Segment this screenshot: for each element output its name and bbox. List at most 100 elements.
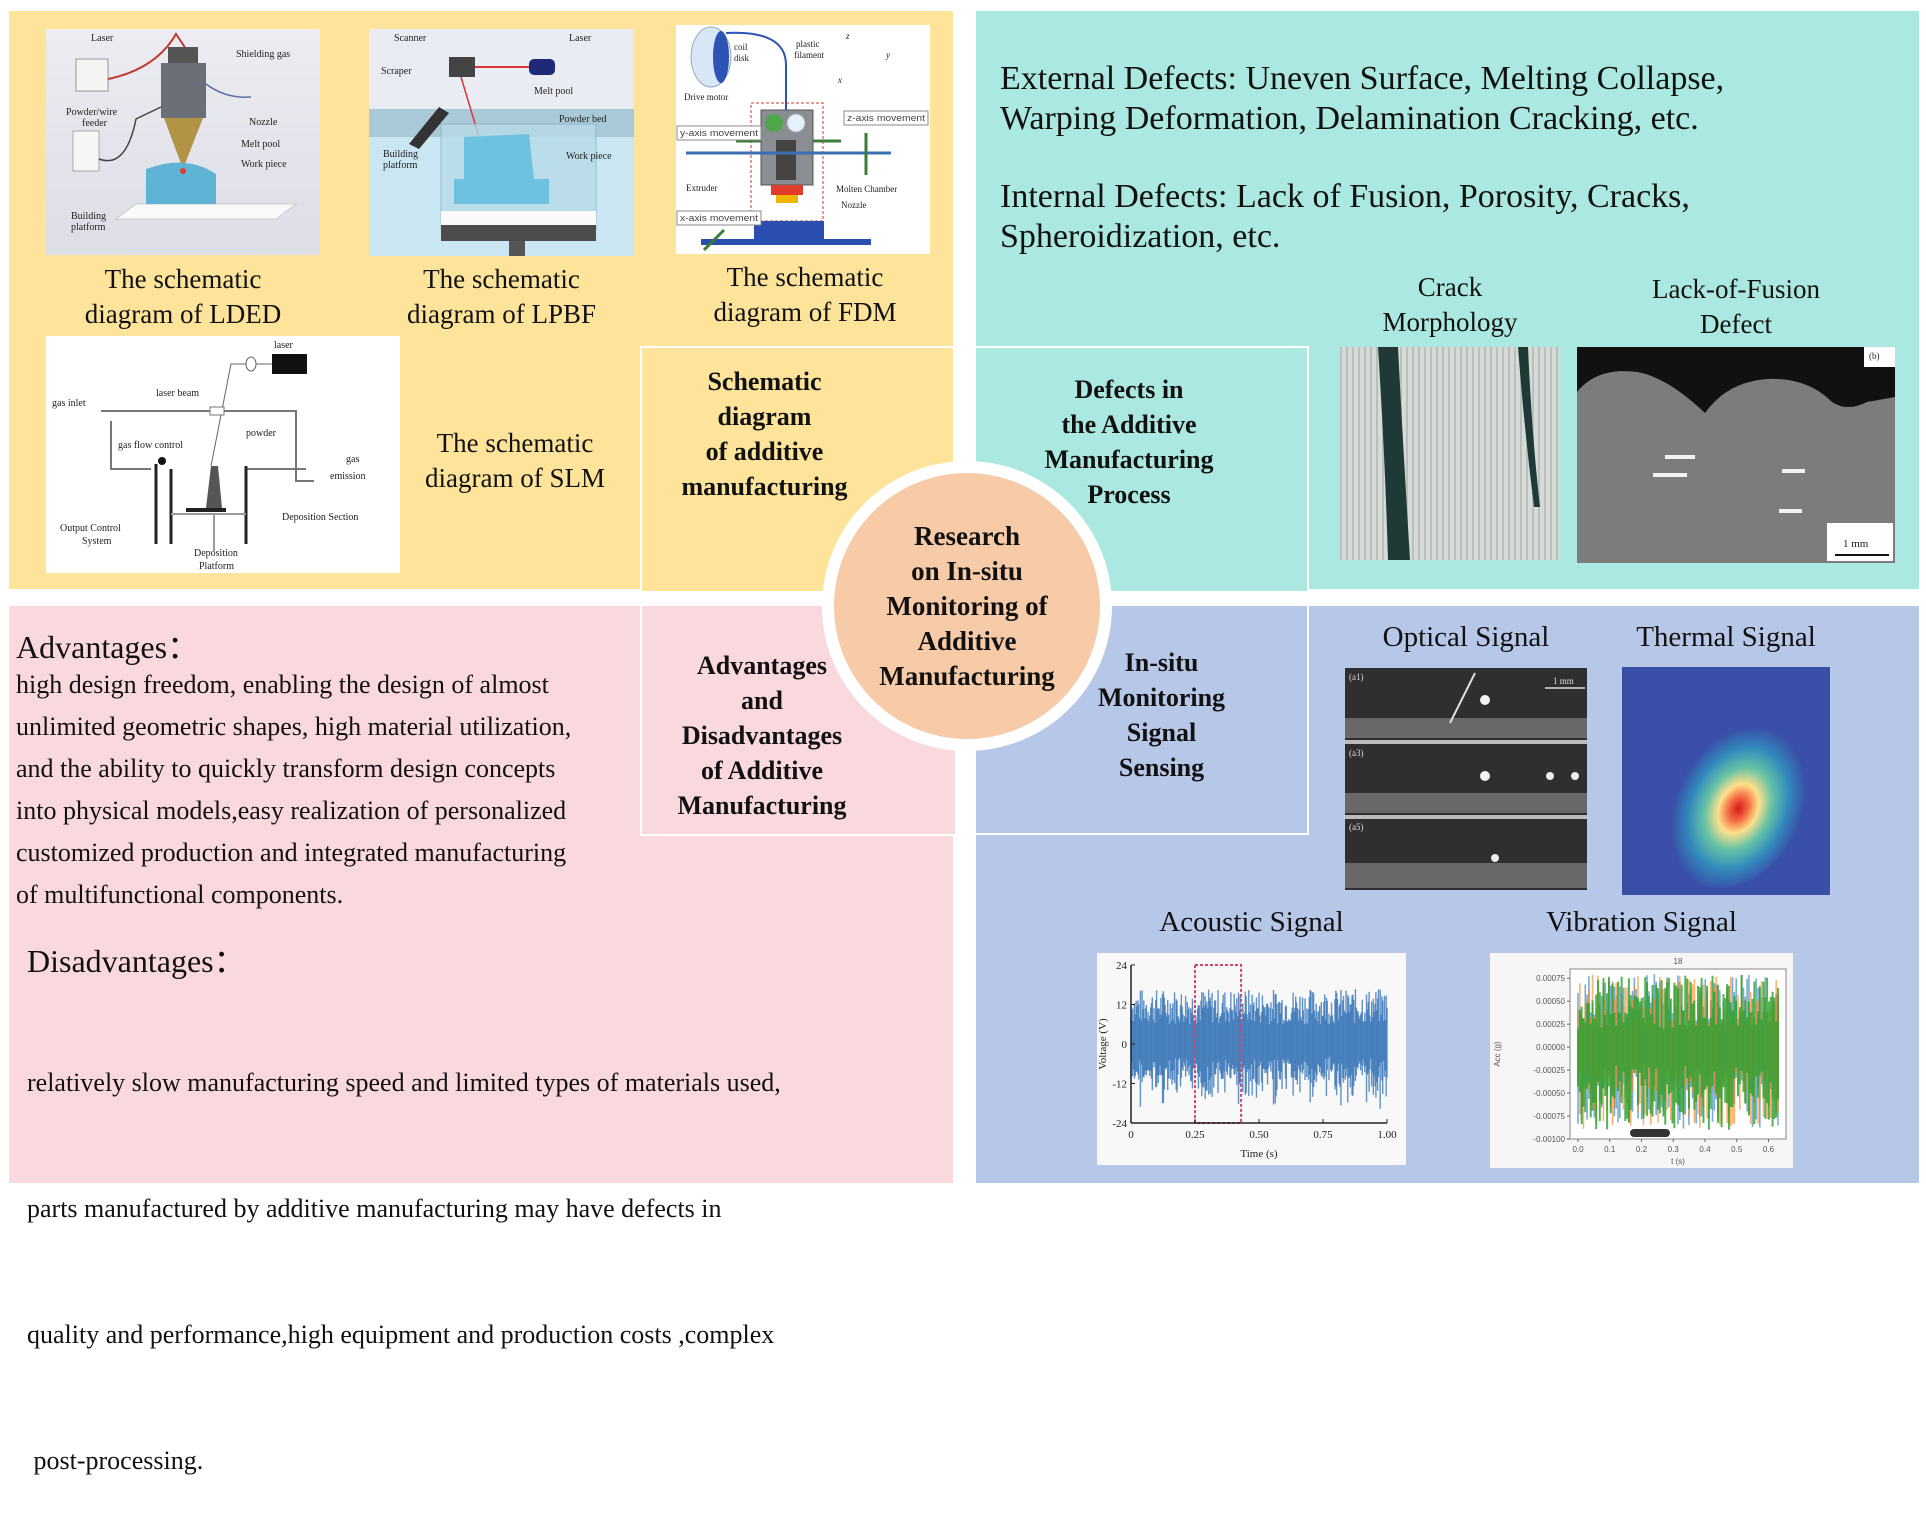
crack-caption-line: Crack — [1417, 272, 1483, 302]
advantages-line: into physical models,easy realization of… — [16, 796, 567, 825]
center-topic-line: on In-situ — [911, 555, 1023, 586]
advantages-line: unlimited geometric shapes, high materia… — [16, 712, 572, 741]
acoustic-signal-title: Acoustic Signal — [1159, 906, 1344, 938]
vibration-y-tick-label: 0.00025 — [1536, 1020, 1565, 1029]
lded-label-feeder: Powder/wire — [66, 107, 118, 118]
acoustic-y-tick-label: -24 — [1112, 1118, 1127, 1130]
external-defects-text: External Defects: Uneven Surface, Meltin… — [1000, 59, 1724, 139]
fdm-caption-line: diagram of FDM — [713, 297, 897, 327]
lpbf-caption: The schematic diagram of LPBF — [369, 262, 634, 332]
slm-label-laser-beam: laser beam — [156, 388, 199, 399]
defects-label-line: Defects in — [1074, 375, 1184, 404]
vibration-signal-title: Vibration Signal — [1546, 906, 1737, 938]
acoustic-x-label: Time (s) — [1240, 1148, 1278, 1160]
lded-caption: The schematic diagram of LDED — [46, 262, 320, 332]
lpbf-label-laser: Laser — [569, 33, 592, 44]
acoustic-x-tick-label: 0.50 — [1249, 1129, 1269, 1141]
defects-label-line: Manufacturing — [1044, 445, 1214, 474]
schematic-label-line: of additive — [705, 437, 824, 466]
lack-of-fusion-caption-line: Defect — [1700, 309, 1772, 339]
advantages-line: customized production and integrated man… — [16, 838, 567, 867]
disadvantages-heading: Disadvantages： — [27, 943, 246, 979]
acoustic-y-tick-label: 0 — [1122, 1039, 1128, 1051]
monitoring-label-line: Monitoring — [1097, 682, 1226, 712]
center-topic-line: Additive — [917, 625, 1017, 656]
advantages-heading: Advantages： — [16, 629, 200, 665]
vibration-y-tick-label: -0.00025 — [1533, 1066, 1565, 1075]
center-topic-line: Manufacturing — [879, 660, 1055, 691]
vibration-x-tick-label: 0.0 — [1572, 1145, 1584, 1154]
fdm-label-y-movement: y-axis movement — [680, 128, 759, 138]
disadvantages-line: post-processing. — [27, 1446, 204, 1475]
vibration-y-label: Acc (g) — [1493, 1041, 1502, 1067]
lded-label-melt-pool: Melt pool — [241, 139, 280, 150]
crack-morphology-image — [1340, 347, 1560, 560]
advantages-line: and the ability to quickly transform des… — [16, 754, 556, 783]
vibration-x-tick-label: 0.2 — [1636, 1145, 1648, 1154]
lpbf-label-powder-bed: Powder bed — [559, 114, 607, 125]
vibration-x-tick-label: 0.6 — [1763, 1145, 1775, 1154]
acoustic-x-tick-label: 0.25 — [1185, 1129, 1205, 1141]
fdm-label-molten-chamber: Molten Chamber — [836, 184, 897, 194]
center-topic-line: Research — [914, 520, 1020, 551]
lded-caption-line: diagram of LDED — [84, 299, 282, 329]
acoustic-y-label: Voltage (V) — [1097, 1018, 1109, 1070]
fdm-axis-y: y — [885, 50, 890, 60]
slm-label-emission: emission — [330, 471, 366, 482]
vibration-y-tick-label: -0.00075 — [1533, 1112, 1565, 1121]
schematic-label-line: manufacturing — [681, 472, 848, 501]
defects-label-line: Process — [1087, 480, 1171, 509]
slm-label-deposition: Deposition — [194, 548, 238, 559]
fdm-label-z-movement: z-axis movement — [847, 113, 926, 123]
optical-frame-label: (a3) — [1349, 748, 1364, 758]
lpbf-label-melt-pool: Melt pool — [534, 86, 573, 97]
optical-signal-title: Optical Signal — [1382, 621, 1550, 653]
advantages-label-line: Disadvantages — [681, 721, 843, 750]
lpbf-diagram: Scanner Laser Scraper Melt pool Powder b… — [369, 29, 634, 256]
disadvantages-line: parts manufactured by additive manufactu… — [27, 1194, 722, 1223]
vibration-x-tick-label: 0.5 — [1731, 1145, 1743, 1154]
disadvantages-text: relatively slow manufacturing speed and … — [27, 978, 781, 1524]
advantages-label-line: and — [741, 686, 783, 715]
fdm-axis-x: x — [837, 75, 842, 85]
lpbf-caption-line: diagram of LPBF — [407, 299, 596, 329]
fdm-label-plastic: plastic — [796, 39, 820, 49]
crack-caption-line: Morphology — [1382, 307, 1518, 337]
lded-label-platform: Building — [71, 211, 106, 222]
lpbf-label-platform: Building — [383, 149, 418, 160]
lpbf-label-scanner: Scanner — [394, 33, 427, 44]
slm-label-system: System — [82, 536, 112, 547]
crack-caption: Crack Morphology — [1340, 270, 1560, 340]
fdm-caption: The schematic diagram of FDM — [660, 260, 950, 330]
vibration-y-tick-label: 0.00050 — [1536, 997, 1565, 1006]
advantages-text: high design freedom, enabling the design… — [16, 664, 571, 916]
thermal-signal-title: Thermal Signal — [1636, 621, 1816, 653]
lpbf-caption-line: The schematic — [423, 264, 580, 294]
advantages-label-line: Advantages — [696, 651, 827, 680]
lack-of-fusion-caption: Lack-of-Fusion Defect — [1577, 272, 1895, 342]
lded-diagram: Laser Shielding gas Powder/wire feeder N… — [46, 29, 320, 255]
lpbf-label-work-piece: Work piece — [566, 151, 612, 162]
lded-label-feeder-2: feeder — [82, 118, 108, 129]
slm-label-gas-inlet: gas inlet — [52, 398, 86, 409]
acoustic-x-tick-label: 0.75 — [1313, 1129, 1333, 1141]
internal-defects-line: Spheroidization, etc. — [1000, 218, 1281, 255]
external-defects-line: External Defects: Uneven Surface, Meltin… — [1000, 60, 1725, 97]
schematic-label-line: diagram — [717, 402, 812, 431]
center-topic: Research on In-situ Monitoring of Additi… — [834, 473, 1100, 739]
lack-of-fusion-tag: (b) — [1869, 351, 1880, 361]
lack-of-fusion-caption-line: Lack-of-Fusion — [1652, 274, 1820, 304]
fdm-label-nozzle: Nozzle — [841, 200, 866, 210]
external-defects-line: Warping Deformation, Delamination Cracki… — [1000, 100, 1699, 137]
optical-signal-image: (a1) (a3) (a5) 1 mm — [1345, 668, 1587, 890]
vibration-y-tick-label: -0.00100 — [1533, 1135, 1565, 1144]
disadvantages-line: relatively slow manufacturing speed and … — [27, 1068, 781, 1097]
lded-label-work-piece: Work piece — [241, 159, 287, 170]
defects-label-line: the Additive — [1061, 410, 1197, 439]
disadvantages-line: quality and performance,high equipment a… — [27, 1320, 775, 1349]
fdm-label-coil: coil — [734, 42, 748, 52]
slm-diagram: laser laser beam gas inlet gas flow cont… — [46, 336, 400, 573]
lded-label-shielding-gas: Shielding gas — [236, 49, 290, 60]
